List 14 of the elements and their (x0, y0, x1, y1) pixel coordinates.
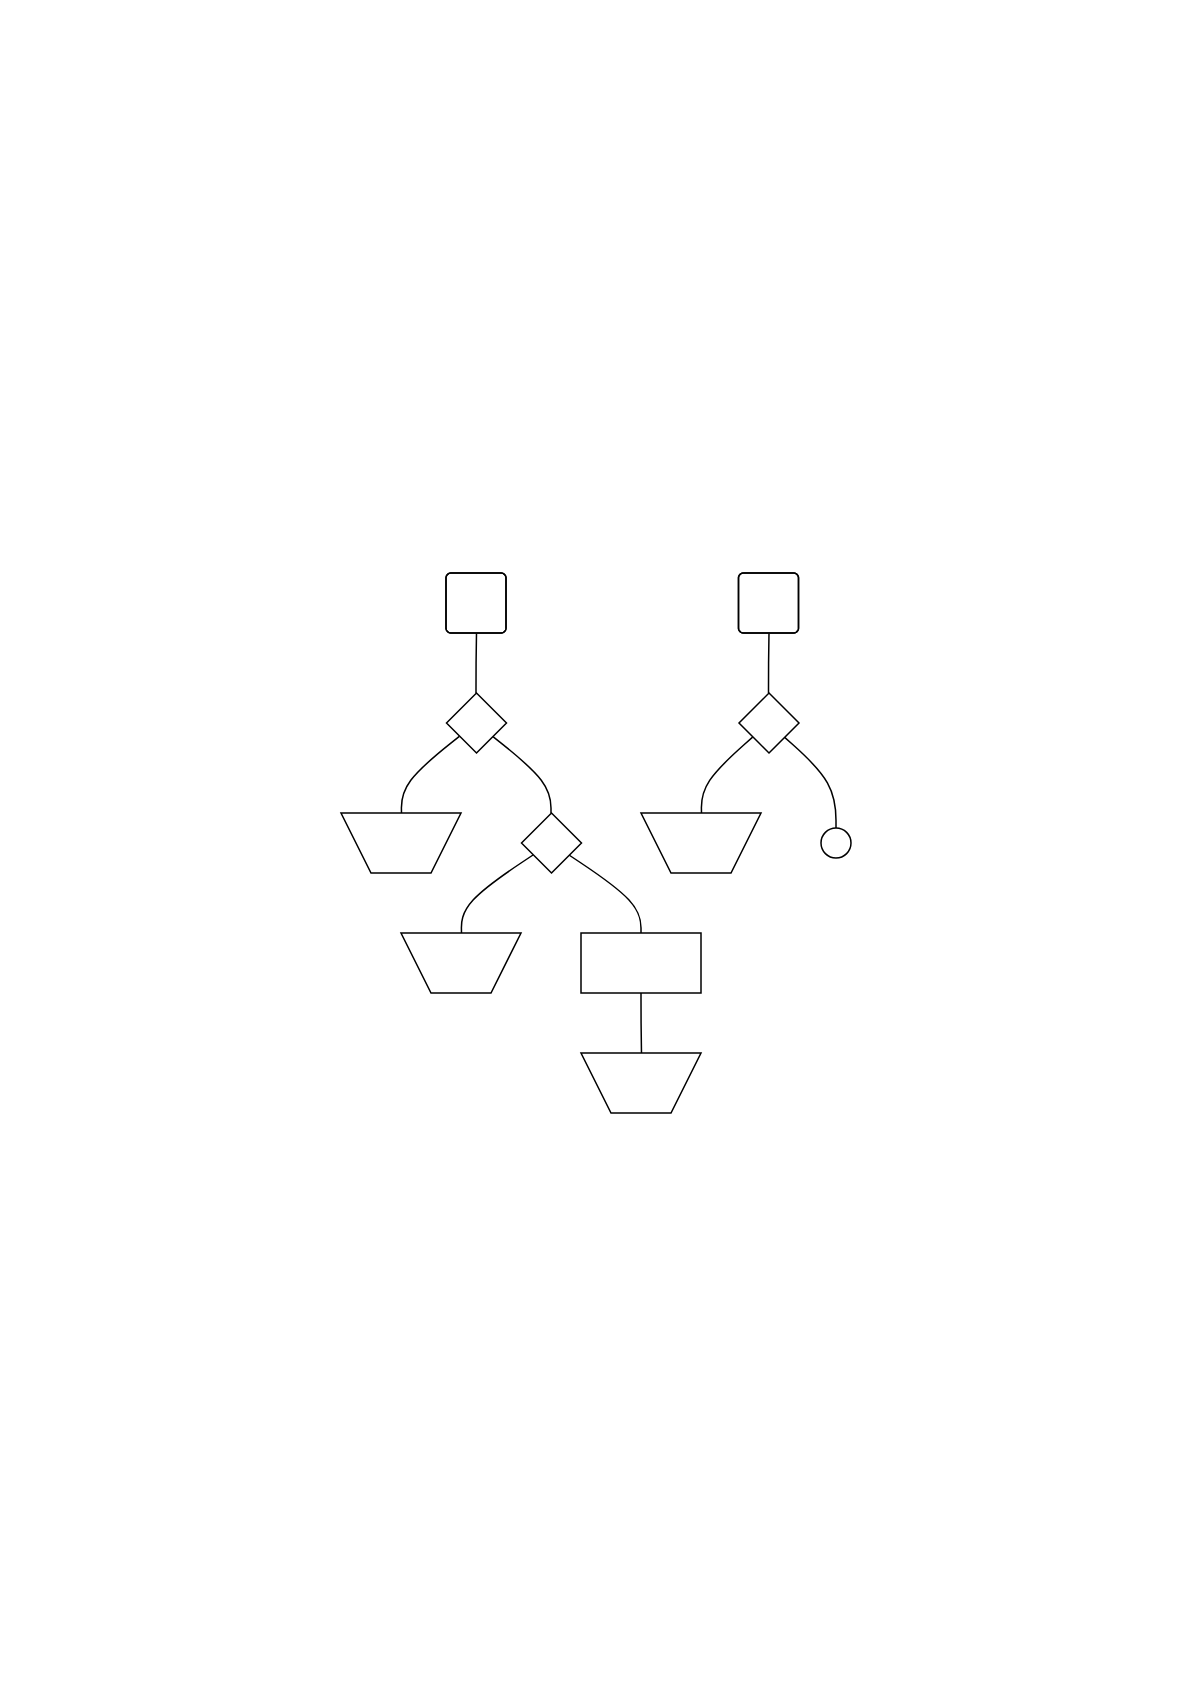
node-box (580, 931, 702, 994)
node-diamond (737, 691, 801, 754)
node-trapezoid (339, 811, 463, 874)
node-trapezoid (579, 1051, 703, 1114)
connector (475, 632, 478, 694)
connector (767, 632, 770, 694)
node-trapezoid (639, 811, 763, 874)
connector (783, 735, 837, 829)
node-diamond (445, 691, 508, 754)
connector (491, 735, 552, 814)
connector (568, 853, 642, 934)
node-diamond (520, 811, 583, 874)
node-trapezoid (399, 931, 523, 994)
node-circle (820, 826, 852, 859)
